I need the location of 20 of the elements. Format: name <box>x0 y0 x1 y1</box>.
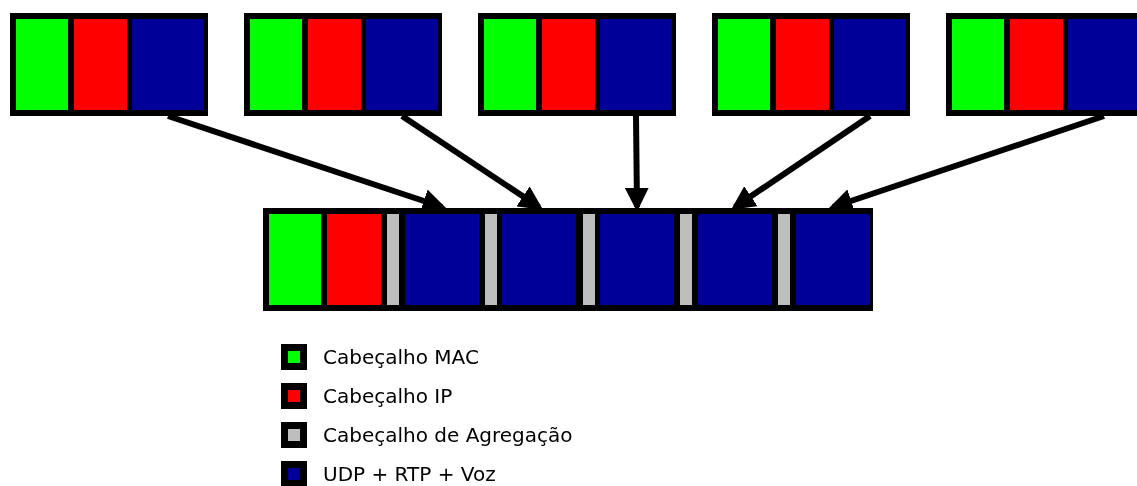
payload-segment <box>132 19 204 110</box>
payload-segment <box>1068 19 1137 110</box>
payload-segment <box>600 214 674 305</box>
legend-label: Cabeçalho IP <box>323 383 453 410</box>
legend-label: UDP + RTP + Voz <box>323 461 496 486</box>
packet-box <box>10 13 208 116</box>
aggregated-packet <box>263 208 873 311</box>
payload-segment <box>834 19 906 110</box>
payload-segment <box>405 214 479 305</box>
payload-segment <box>796 214 870 305</box>
packet-box <box>478 13 676 116</box>
packet-box <box>712 13 910 116</box>
legend-label: Cabeçalho de Agregação <box>323 422 573 449</box>
legend-label: Cabeçalho MAC <box>323 344 479 371</box>
packet-box <box>946 13 1137 116</box>
payload-segment <box>600 19 672 110</box>
payload-segment <box>698 214 772 305</box>
payload-segment <box>366 19 438 110</box>
packet-box <box>244 13 442 116</box>
payload-segment <box>502 214 576 305</box>
